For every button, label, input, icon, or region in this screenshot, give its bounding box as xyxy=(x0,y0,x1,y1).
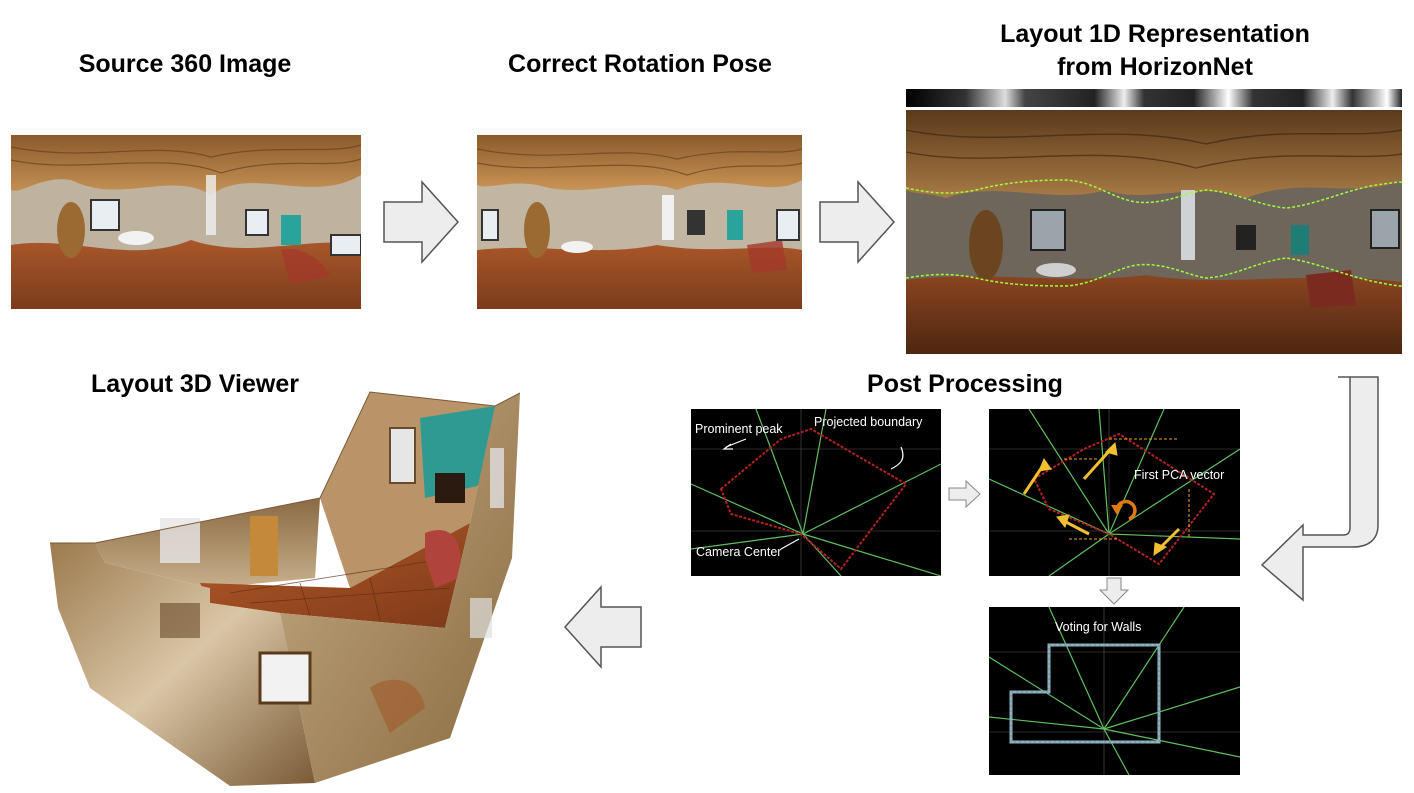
layout-3d-viewer-title: Layout 3D Viewer xyxy=(91,370,299,398)
wall-voting-panel: Voting for Walls xyxy=(989,607,1240,775)
source-image-title: Source 360 Image xyxy=(78,50,292,78)
source-panorama-image xyxy=(11,135,361,309)
rotated-panorama-image xyxy=(477,135,802,309)
small-down-arrow xyxy=(1099,577,1129,605)
voting-for-walls-label: Voting for Walls xyxy=(1055,620,1141,634)
curved-down-left-arrow xyxy=(1258,375,1384,603)
layout-1d-title-line1: Layout 1D Representation xyxy=(1000,20,1310,48)
layout-1d-title-line2: from HorizonNet xyxy=(1057,53,1253,81)
peak-detection-panel: Prominent peak Projected boundary Camera… xyxy=(691,409,941,576)
pca-alignment-panel: First PCA vector xyxy=(989,409,1240,576)
rotation-pose-title: Correct Rotation Pose xyxy=(508,50,772,78)
projected-boundary-label: Projected boundary xyxy=(814,415,923,429)
layout-1d-title: Layout 1D Representation from HorizonNet xyxy=(940,18,1370,84)
left-arrow xyxy=(563,585,643,669)
small-right-arrow xyxy=(948,480,982,508)
post-processing-title: Post Processing xyxy=(867,370,1063,398)
layout-1d-signal-bar xyxy=(906,89,1402,107)
first-pca-vector-label: First PCA vector xyxy=(1134,468,1224,482)
layout-3d-viewer xyxy=(50,388,550,788)
camera-center-label: Camera Center xyxy=(696,545,781,559)
prominent-peak-label: Prominent peak xyxy=(695,422,783,436)
horizonnet-layout-panorama xyxy=(906,110,1402,354)
right-arrow-1 xyxy=(382,180,460,264)
right-arrow-2 xyxy=(818,180,896,264)
